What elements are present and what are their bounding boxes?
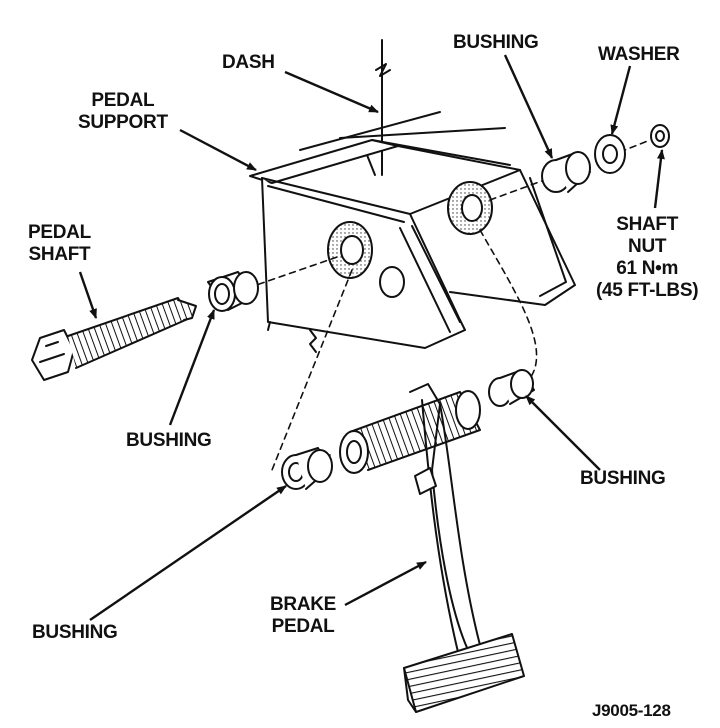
left-bushing-part (207, 271, 259, 312)
bushing-right-label: BUSHING (580, 468, 666, 489)
lower-bushing-part (281, 447, 333, 490)
bushing-left-label: BUSHING (126, 430, 212, 451)
dash-panel (299, 39, 506, 176)
pedal-support-bracket (249, 139, 576, 353)
top-bushing-part (541, 151, 591, 193)
leader-arrows (78, 54, 665, 621)
bracket-left-hole (327, 221, 373, 279)
bracket-right-hole (447, 181, 493, 235)
pedal-support-label: PEDAL SUPPORT (78, 90, 168, 133)
pedal-shaft-bolt (31, 297, 197, 381)
brake-pedal-label: BRAKE PEDAL (270, 594, 337, 637)
figure-id-label: J9005-128 (592, 701, 671, 720)
bushing-top-label: BUSHING (453, 32, 539, 53)
washer-label: WASHER (598, 44, 680, 65)
bushing-bottom-label: BUSHING (32, 622, 118, 643)
right-bushing-part (488, 369, 535, 407)
brake-pedal-part (339, 383, 525, 713)
shaft-nut-part (650, 124, 670, 148)
pedal-shaft-label: PEDAL SHAFT (28, 222, 91, 265)
dash-label: DASH (222, 52, 275, 73)
shaft-nut-label: SHAFT NUT 61 N•m (45 FT-LBS) (596, 214, 699, 301)
bracket-small-hole (379, 266, 405, 298)
washer-part (594, 134, 626, 174)
